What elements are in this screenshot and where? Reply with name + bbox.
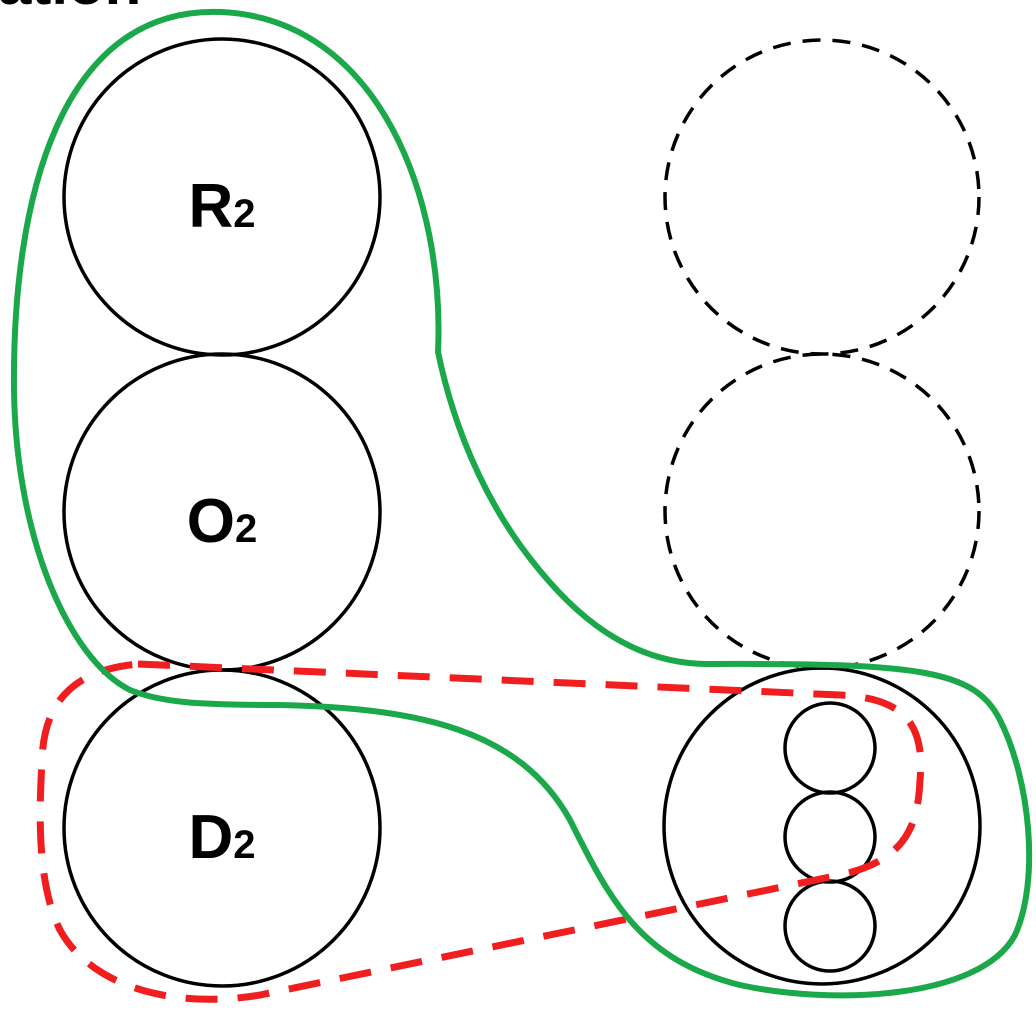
composite-circle <box>662 666 982 986</box>
node-label-r2: R2 <box>188 172 255 241</box>
node-letter-o2: O <box>187 487 235 556</box>
inner-circle-bottom <box>783 879 877 973</box>
node-letter-d2: D <box>188 803 233 872</box>
red-group-outline <box>36 660 925 1003</box>
node-letter-r2: R <box>188 172 233 241</box>
placeholder-circle-top <box>663 38 981 356</box>
inner-circle-top <box>783 701 877 795</box>
node-circle-d2 <box>62 668 382 988</box>
title-fragment: ation <box>0 0 141 17</box>
green-group-outline <box>10 8 1033 999</box>
node-label-o2: O2 <box>187 487 257 556</box>
node-label-d2: D2 <box>188 803 255 872</box>
node-subscript-r2: 2 <box>233 192 255 236</box>
node-subscript-d2: 2 <box>233 823 255 867</box>
node-subscript-o2: 2 <box>235 507 257 551</box>
placeholder-circle-middle <box>663 352 981 670</box>
